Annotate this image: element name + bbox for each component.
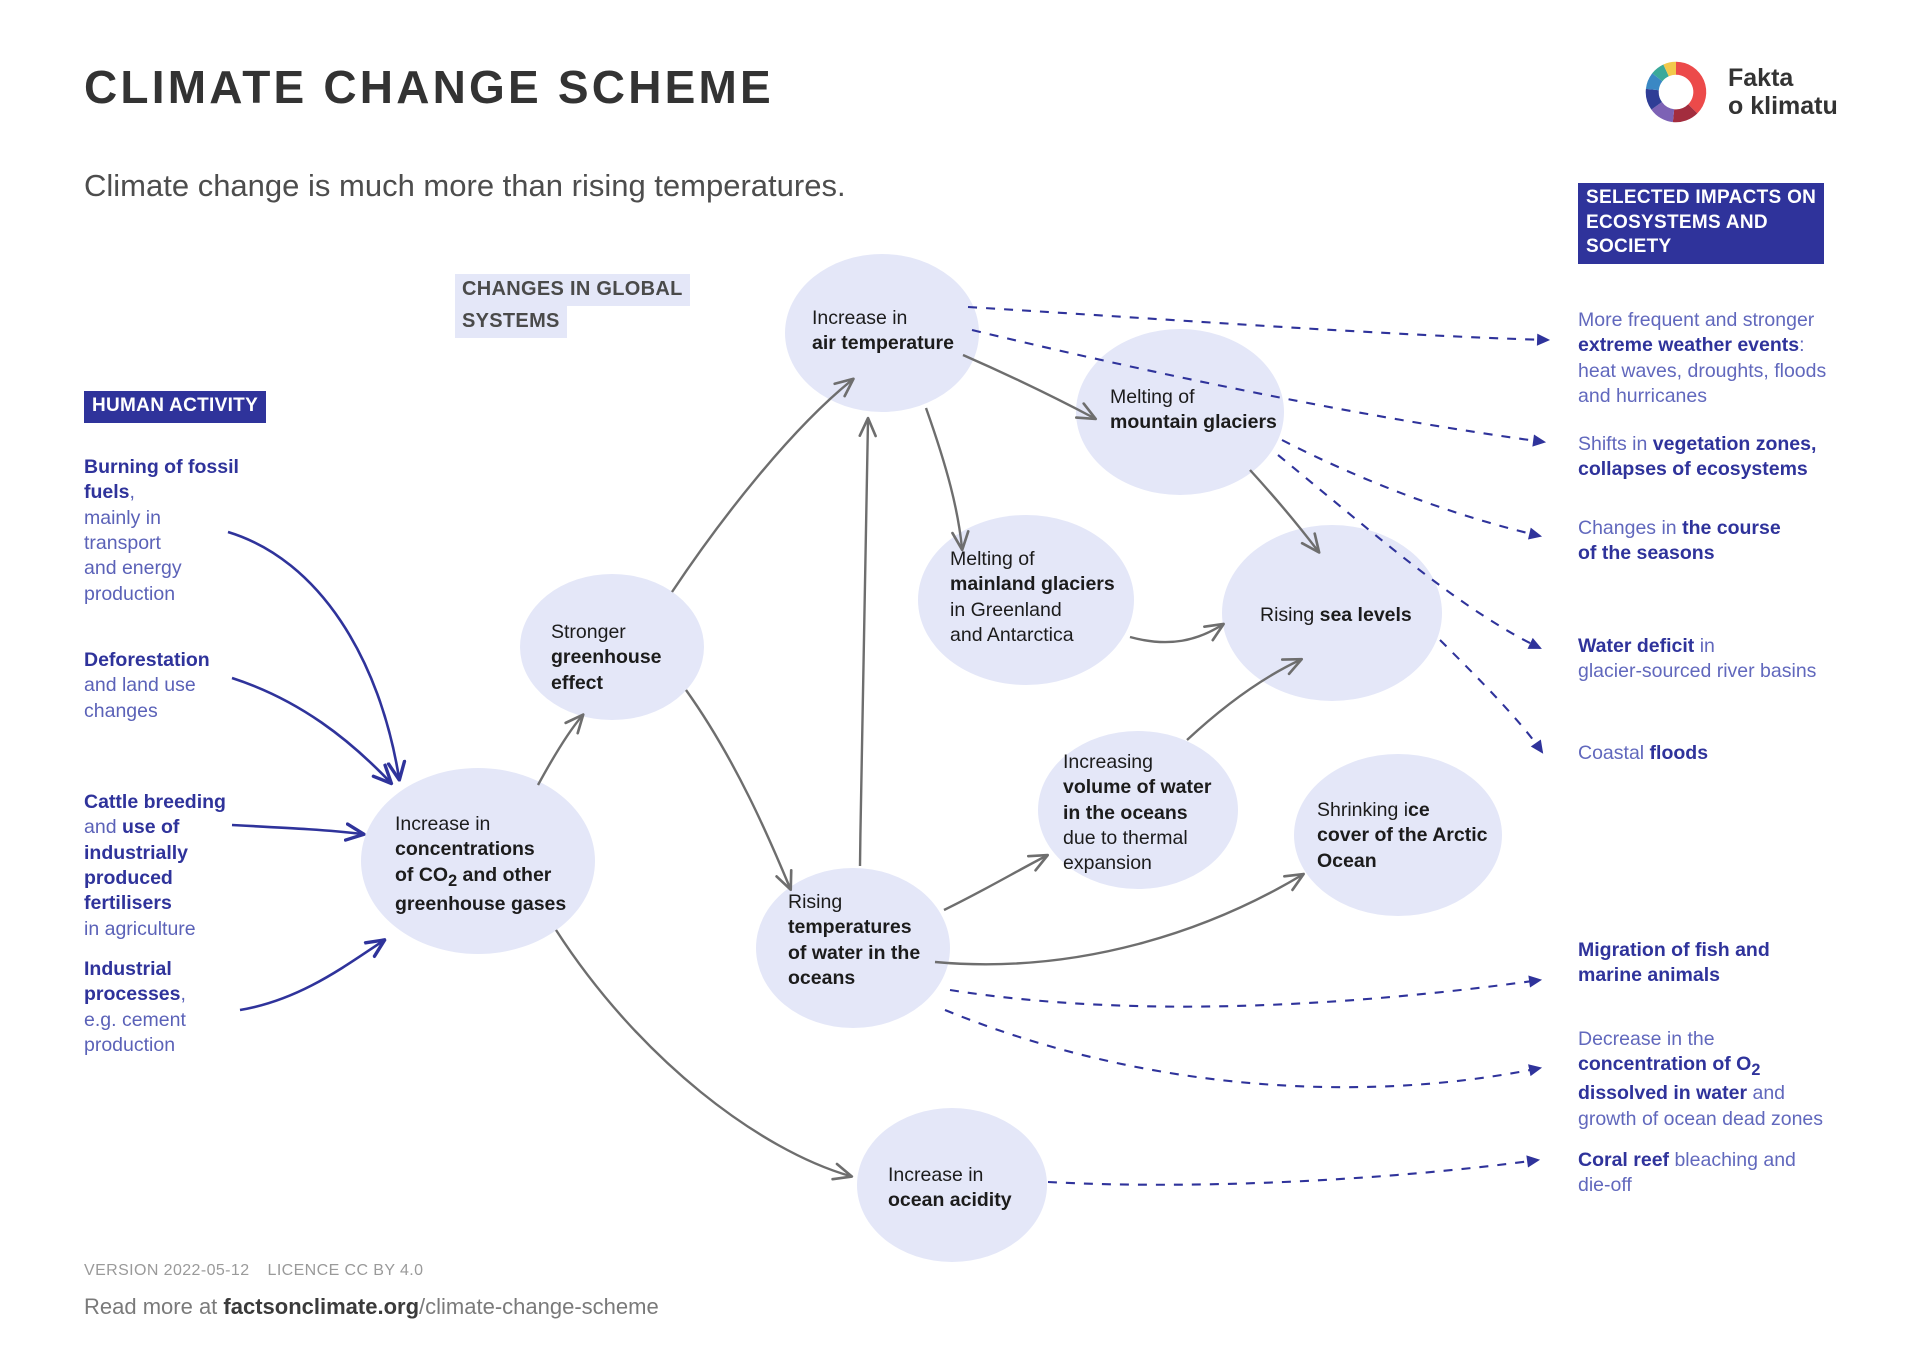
impact-item-coastal-floods: Coastal floods <box>1578 742 1709 764</box>
footer-meta: VERSION 2022-05-12 LICENCE CC BY 4.0 <box>84 1262 423 1280</box>
arrow-air-temp-to-mainland-glaciers <box>924 407 970 552</box>
impacts-badge-line1: SELECTED IMPACTS ON <box>1586 187 1817 208</box>
section-badge-selected-impacts: SELECTED IMPACTS ON ECOSYSTEMS AND SOCIE… <box>1578 183 1825 265</box>
arrow-sea-levels-to-coastal-floods <box>1439 639 1544 754</box>
impact-arrows <box>944 305 1551 1186</box>
footer-version: VERSION 2022-05-12 <box>84 1262 250 1279</box>
brand-logo-text: Fakta o klimatu <box>1728 64 1838 120</box>
arrow-ocean-temp-to-air-temp <box>858 416 877 867</box>
page-title: CLIMATE CHANGE SCHEME <box>84 61 774 113</box>
arrow-mountain-glaciers-to-sea-levels <box>1249 469 1321 554</box>
footer-licence: LICENCE CC BY 4.0 <box>267 1262 424 1279</box>
arrow-ocean-volume-to-sea-levels <box>1186 657 1304 741</box>
section-badge-changes-in-global-systems: CHANGES IN GLOBAL SYSTEMS <box>455 274 690 338</box>
arrow-co2-to-greenhouse <box>536 713 585 786</box>
page-subtitle: Climate change is much more than rising … <box>84 168 846 203</box>
footer-read-more-prefix: Read more at <box>84 1294 224 1319</box>
brand-logo-line2: o klimatu <box>1728 92 1838 120</box>
arrow-ocean-temp-to-arctic-ice <box>934 872 1305 966</box>
footer-domain: factsonclimate.org <box>223 1294 420 1319</box>
arrow-ocean-temp-to-migration <box>949 975 1543 1008</box>
global-systems-badge-line2: SYSTEMS <box>455 306 567 338</box>
node-shapes <box>361 254 1502 1262</box>
brand-logo: Fakta o klimatu <box>1640 56 1838 128</box>
impacts-badge-line3: SOCIETY <box>1586 236 1672 258</box>
arrow-air-temp-to-mountain-glaciers <box>962 353 1098 421</box>
arrow-greenhouse-to-air-temp <box>671 377 855 593</box>
section-badge-human-activity: HUMAN ACTIVITY <box>84 391 267 423</box>
impacts-badge-line2: ECOSYSTEMS AND <box>1586 211 1768 233</box>
arrow-ocean-temp-to-oxygen <box>944 1009 1543 1089</box>
donut-chart-logo-icon <box>1645 61 1707 123</box>
global-systems-badge-line1: CHANGES IN GLOBAL <box>455 274 690 306</box>
footer-read-more[interactable]: Read more at factsonclimate.org/climate-… <box>84 1294 659 1320</box>
brand-logo-line1: Fakta <box>1728 64 1794 92</box>
arrow-greenhouse-to-ocean-temp <box>685 689 793 892</box>
arrow-mountain-glaciers-to-seasons <box>1281 439 1543 540</box>
impact-item-vegetation-zones: Shifts in vegetation zones,collapses of … <box>1578 433 1817 481</box>
footer-path: /climate-change-scheme <box>419 1294 659 1319</box>
arrow-air-temp-to-extreme-weather <box>967 305 1551 346</box>
arrow-ocean-acidity-to-coral-reef <box>1047 1155 1541 1186</box>
node-sea-levels: Rising sea levels <box>1260 604 1412 626</box>
